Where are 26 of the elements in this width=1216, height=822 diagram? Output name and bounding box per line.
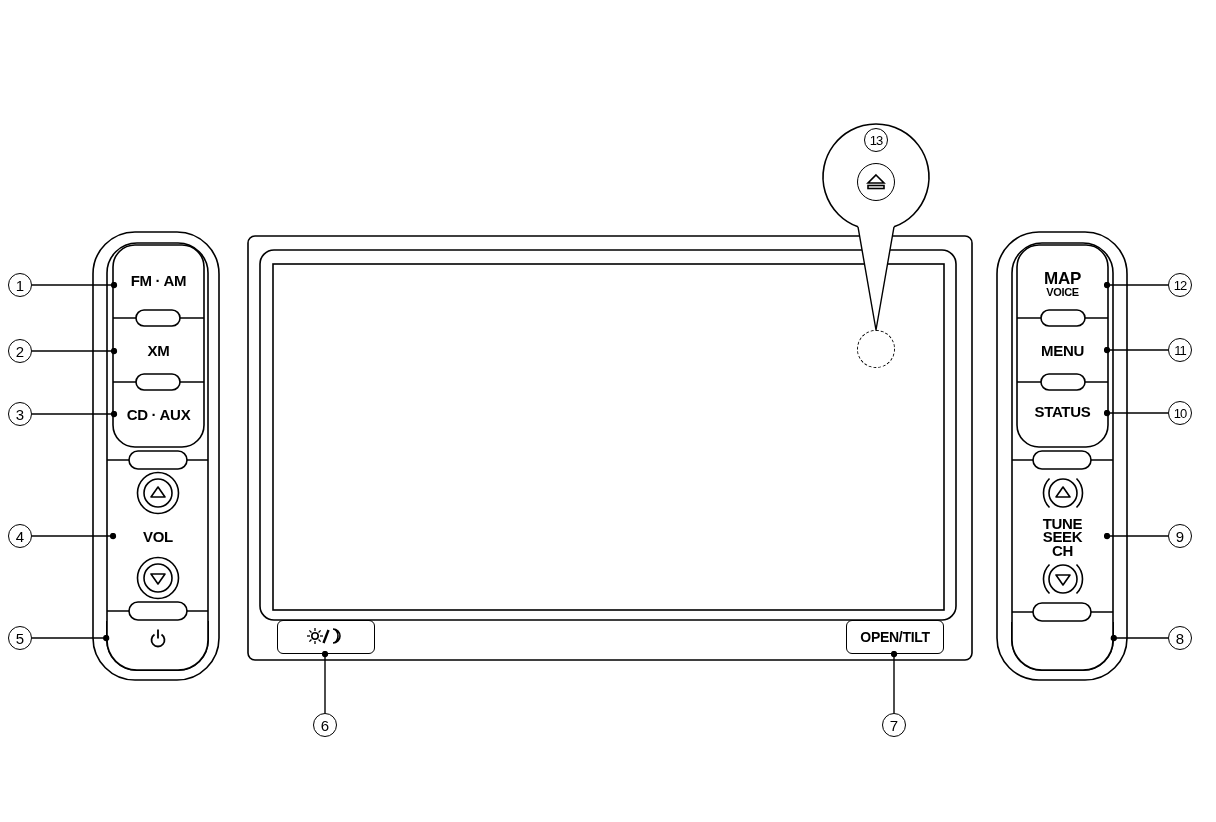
leader-line [1103,346,1169,354]
panel-button [1011,622,1114,671]
day-night-button [277,620,375,654]
button-label: STATUS [1018,391,1107,431]
balloon-tail [857,226,895,331]
leader-line [1103,532,1169,540]
leader-line [31,532,117,540]
control-label: TUNE SEEK CH [1018,516,1107,558]
magnifier-balloon [822,123,930,231]
leader-line [31,410,118,418]
button-label: MENU [1018,327,1107,373]
power-button [106,621,209,671]
leader-line [31,634,110,642]
control-label: VOL [113,519,203,553]
button-label: MAP VOICE [1018,259,1107,309]
leader-line [31,281,118,289]
button-label: FM · AM [114,252,203,308]
leader-line [1103,281,1169,289]
leader-line [321,650,329,714]
leader-line [1110,634,1169,642]
button-label: CD · AUX [114,391,203,437]
button-label: XM [114,327,203,373]
leader-line [31,347,118,355]
leader-line [890,650,898,714]
leader-line [1103,409,1169,417]
panel-button: OPEN/TILT [846,620,944,654]
